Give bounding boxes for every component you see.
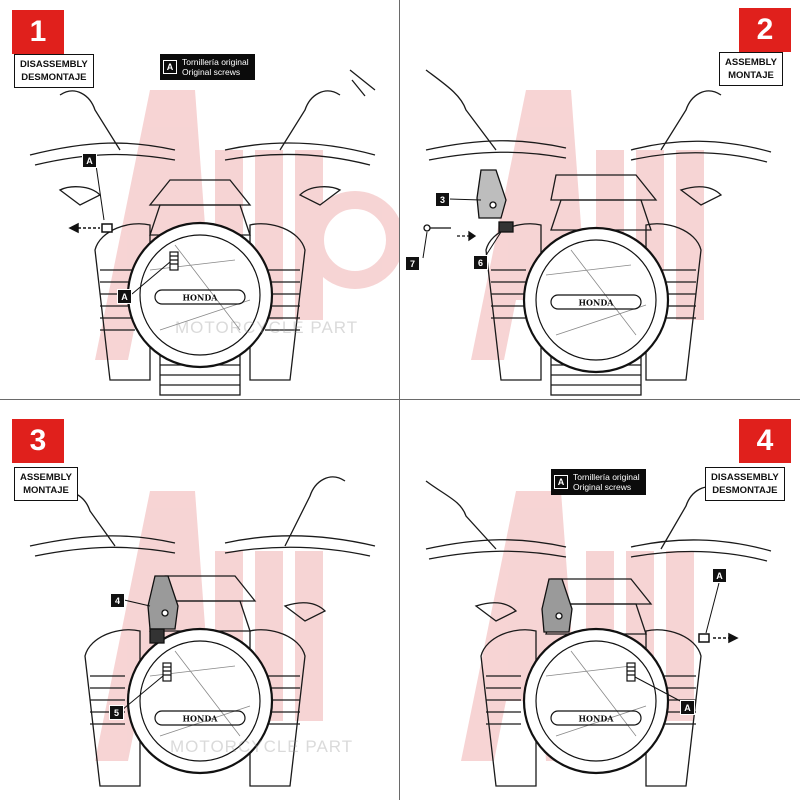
panel-divider-vertical	[399, 0, 400, 800]
step-panel-3: HONDA 3 ASSEMBLY MONTAJE 4 5 MOTORCYCLE …	[0, 401, 399, 800]
step-number: 2	[739, 8, 791, 52]
motorcycle-front-illustration: HONDA	[425, 480, 772, 787]
original-screws-legend: A Tornillería original Original screws	[160, 54, 255, 80]
leader-lines	[634, 582, 720, 704]
stage-label-es: DESMONTAJE	[21, 72, 87, 83]
mounting-bracket-part	[476, 169, 514, 233]
removal-arrow	[68, 222, 113, 234]
leader-lines	[95, 164, 171, 295]
legend-key: A	[554, 475, 568, 489]
stage-label-en: DISASSEMBLY	[711, 472, 779, 483]
motorcycle-front-illustration: HONDA	[29, 476, 376, 787]
leader-lines	[121, 599, 164, 711]
installed-bracket	[541, 578, 573, 633]
stage-label: DISASSEMBLY DESMONTAJE	[14, 54, 94, 88]
stage-label-en: ASSEMBLY	[20, 472, 72, 483]
stage-label-es: MONTAJE	[23, 485, 69, 496]
legend-line-es: Tornillería original	[573, 472, 640, 482]
callout-7: 7	[405, 256, 420, 271]
stage-label-en: ASSEMBLY	[725, 57, 777, 68]
bolt-insertion	[423, 224, 477, 242]
legend-line-en: Original screws	[573, 482, 632, 492]
headlight: HONDA	[522, 627, 670, 775]
step-number: 1	[12, 10, 64, 54]
callout-a-bottom: A	[680, 700, 695, 715]
stage-label: ASSEMBLY MONTAJE	[719, 52, 783, 86]
watermark-text: MOTORCYCLE PART	[175, 318, 359, 337]
step-panel-2: HONDA 2 ASSEMBLY MONTAJE 3 7 6	[401, 0, 800, 399]
callout-6: 6	[473, 255, 488, 270]
stage-label-es: DESMONTAJE	[712, 485, 778, 496]
headlight: HONDA	[126, 221, 274, 369]
legend-line-en: Original screws	[182, 67, 241, 77]
callout-4: 4	[110, 593, 125, 608]
bike-lines	[425, 69, 772, 396]
motorcycle-front-illustration: HONDA	[422, 69, 772, 396]
original-screws-legend: A Tornillería original Original screws	[551, 469, 646, 495]
legend-line-es: Tornillería original	[182, 57, 249, 67]
step-number: 4	[739, 419, 791, 463]
callout-a-top: A	[82, 153, 97, 168]
watermark-text: MOTORCYCLE PART	[170, 737, 354, 756]
step-panel-1: HONDA 1 DISASSEMBLY DESMONTAJE A Tornill…	[0, 0, 399, 399]
removal-arrow	[698, 632, 739, 644]
fixing-screw	[162, 662, 172, 682]
stage-label-en: DISASSEMBLY	[20, 59, 88, 70]
legend-key: A	[163, 60, 177, 74]
headlight-brand-text: HONDA	[579, 714, 615, 724]
headlight: HONDA	[522, 226, 670, 374]
stage-label-es: MONTAJE	[728, 70, 774, 81]
headlight-brand-text: HONDA	[579, 298, 615, 308]
original-screw	[626, 662, 636, 682]
step-number: 3	[12, 419, 64, 463]
callout-a-top: A	[712, 568, 727, 583]
bike-lines	[425, 480, 772, 787]
panel-divider-horizontal	[0, 399, 800, 400]
callout-5: 5	[109, 705, 124, 720]
callout-a-bottom: A	[117, 289, 132, 304]
callout-3: 3	[435, 192, 450, 207]
step-panel-4: HONDA 4 DISASSEMBLY DESMONTAJE A Tornill…	[401, 401, 800, 800]
headlight-brand-text: HONDA	[183, 293, 219, 303]
stage-label: DISASSEMBLY DESMONTAJE	[705, 467, 785, 501]
stage-label: ASSEMBLY MONTAJE	[14, 467, 78, 501]
original-screw	[169, 251, 179, 271]
headlight-brand-text: HONDA	[183, 714, 219, 724]
